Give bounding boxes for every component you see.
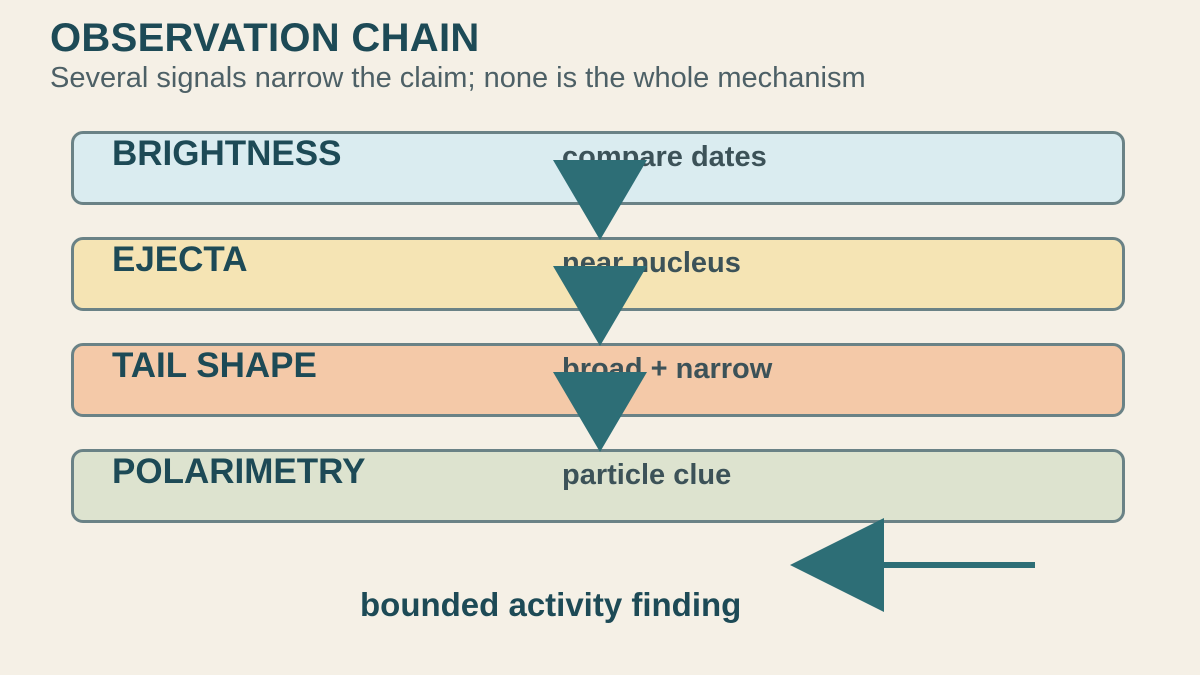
signal-row-ejecta: EJECTA near nucleus bbox=[71, 237, 1125, 311]
signal-row-polarimetry: POLARIMETRY particle clue bbox=[71, 449, 1125, 523]
signal-label: POLARIMETRY bbox=[112, 452, 366, 491]
signal-note: broad + narrow bbox=[562, 353, 773, 385]
signal-note: compare dates bbox=[562, 141, 767, 173]
diagram-title: OBSERVATION CHAIN bbox=[50, 16, 480, 60]
diagram-subtitle: Several signals narrow the claim; none i… bbox=[50, 62, 866, 94]
signal-row-brightness: BRIGHTNESS compare dates bbox=[71, 131, 1125, 205]
left-arrow-icon bbox=[790, 518, 884, 612]
signal-row-tail-shape: TAIL SHAPE broad + narrow bbox=[71, 343, 1125, 417]
signal-note: particle clue bbox=[562, 459, 732, 491]
signal-note: near nucleus bbox=[562, 247, 741, 279]
signal-label: BRIGHTNESS bbox=[112, 134, 342, 173]
signal-label: TAIL SHAPE bbox=[112, 346, 317, 385]
signal-label: EJECTA bbox=[112, 240, 248, 279]
result-label: bounded activity finding bbox=[360, 586, 742, 623]
